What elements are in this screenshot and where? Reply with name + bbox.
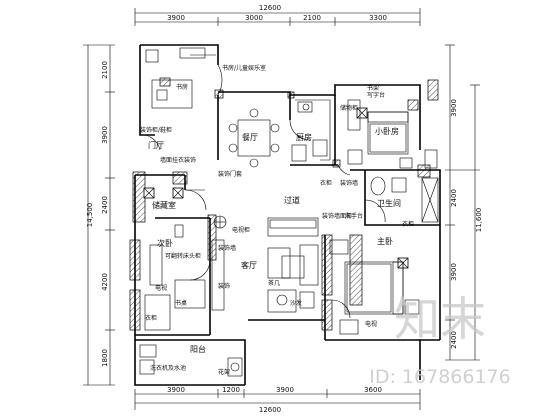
top-segment-2: 3000 — [245, 14, 263, 22]
watermark-id-text: ID: 167866176 — [369, 366, 510, 388]
note-second-wardrobe: 衣柜 — [145, 314, 157, 322]
top-total-dimension: 12600 — [259, 4, 281, 12]
room-label-balcony: 阳台 — [190, 344, 206, 354]
room-label-corridor: 过道 — [284, 195, 300, 205]
room-label-second-bedroom: 次卧 — [157, 238, 173, 248]
note-tv-cabinet: 电视柜 — [232, 226, 250, 234]
right-segment-1: 3900 — [450, 99, 458, 117]
bottom-total-dimension: 12600 — [259, 406, 281, 414]
right-segment-3: 3900 — [450, 263, 458, 281]
room-labels: 书房 书房/儿童娱乐室 餐厅 厨房 小卧房 门厅 储藏室 过道 卫生间 次卧 客… — [148, 64, 401, 354]
top-segment-4: 3300 — [369, 14, 387, 22]
note-desk: 写字台 — [367, 91, 385, 99]
left-dimension-lines: 14,500 2100 3900 2400 4200 1800 — [83, 44, 115, 386]
bottom-dimension-lines: 3900 1200 3900 3600 12600 — [134, 386, 421, 414]
right-segment-4: 2400 — [450, 331, 458, 349]
note-master-tv: 电视 — [365, 320, 377, 328]
top-segment-3: 2100 — [303, 14, 321, 22]
right-dimension-lines: 3900 2400 3900 2400 11,600 — [445, 44, 483, 361]
note-master-wardrobe: 衣柜 — [402, 220, 414, 228]
right-total-dimension: 11,600 — [475, 208, 483, 233]
left-segment-2: 3900 — [101, 126, 109, 144]
note-wash-basin: 洗手台 — [345, 212, 363, 220]
bottom-segment-4: 3600 — [364, 386, 382, 394]
bottom-segment-1: 3900 — [167, 386, 185, 394]
note-washer-sink: 洗衣机及水池 — [150, 364, 186, 372]
note-decor: 装饰 — [218, 282, 230, 290]
bottom-segment-3: 3900 — [276, 386, 294, 394]
annotations: 书架 装饰柜/鞋柜 墙面挂衣装饰 装饰门套 衣柜 装饰墙 写字台 电视柜 可翻转… — [140, 84, 414, 376]
room-label-storage: 储藏室 — [152, 200, 176, 210]
left-segment-4: 4200 — [101, 273, 109, 291]
room-label-study-kids: 书房/儿童娱乐室 — [222, 64, 266, 72]
note-sofa: 沙发 — [290, 299, 302, 307]
note-wall-cabinet: 装饰墙面柜 — [322, 212, 352, 220]
note-flip-nightstand: 可翻转床头柜 — [165, 252, 201, 260]
room-label-master-bedroom: 主卧 — [377, 236, 393, 246]
watermark-logo-text: 知末 — [394, 292, 486, 346]
note-study-desk: 书桌 — [175, 299, 187, 307]
room-label-foyer: 门厅 — [148, 140, 164, 150]
left-segment-3: 2400 — [101, 196, 109, 214]
top-dimension-lines: 12600 3900 3000 2100 3300 — [134, 4, 421, 26]
right-segment-2: 2400 — [450, 189, 458, 207]
room-label-guest-bathroom: 卫生间 — [377, 198, 401, 208]
note-decor-cabinet: 装饰柜/鞋柜 — [140, 126, 172, 134]
watermark: 知末 ID: 167866176 — [369, 292, 510, 388]
note-decor-wall: 装饰墙 — [340, 179, 358, 187]
note-plant-stand: 花架 — [218, 368, 230, 376]
left-total-dimension: 14,500 — [86, 203, 94, 228]
note-storage-cabinet: 储物柜 — [340, 104, 358, 112]
room-label-study: 书房 — [176, 83, 188, 91]
room-label-living-room: 客厅 — [241, 260, 257, 270]
bottom-segment-2: 1200 — [222, 386, 240, 394]
note-tea-table: 茶几 — [268, 279, 280, 287]
room-label-dining: 餐厅 — [242, 133, 258, 142]
left-segment-5: 1800 — [101, 349, 109, 367]
note-wardrobe: 衣柜 — [320, 179, 332, 187]
note-living-decor-wall: 装饰墙 — [218, 244, 236, 252]
note-bookshelf: 书架 — [367, 84, 379, 92]
structural-columns — [129, 77, 439, 331]
note-tv: 电视 — [155, 284, 167, 292]
left-segment-1: 2100 — [101, 61, 109, 79]
top-segment-1: 3900 — [167, 14, 185, 22]
furniture — [139, 47, 439, 377]
room-label-kitchen: 厨房 — [296, 132, 312, 142]
note-wall-hanger: 墙面挂衣装饰 — [160, 156, 196, 164]
room-label-small-bedroom: 小卧房 — [375, 126, 399, 136]
note-door-frame: 装饰门套 — [218, 170, 242, 178]
